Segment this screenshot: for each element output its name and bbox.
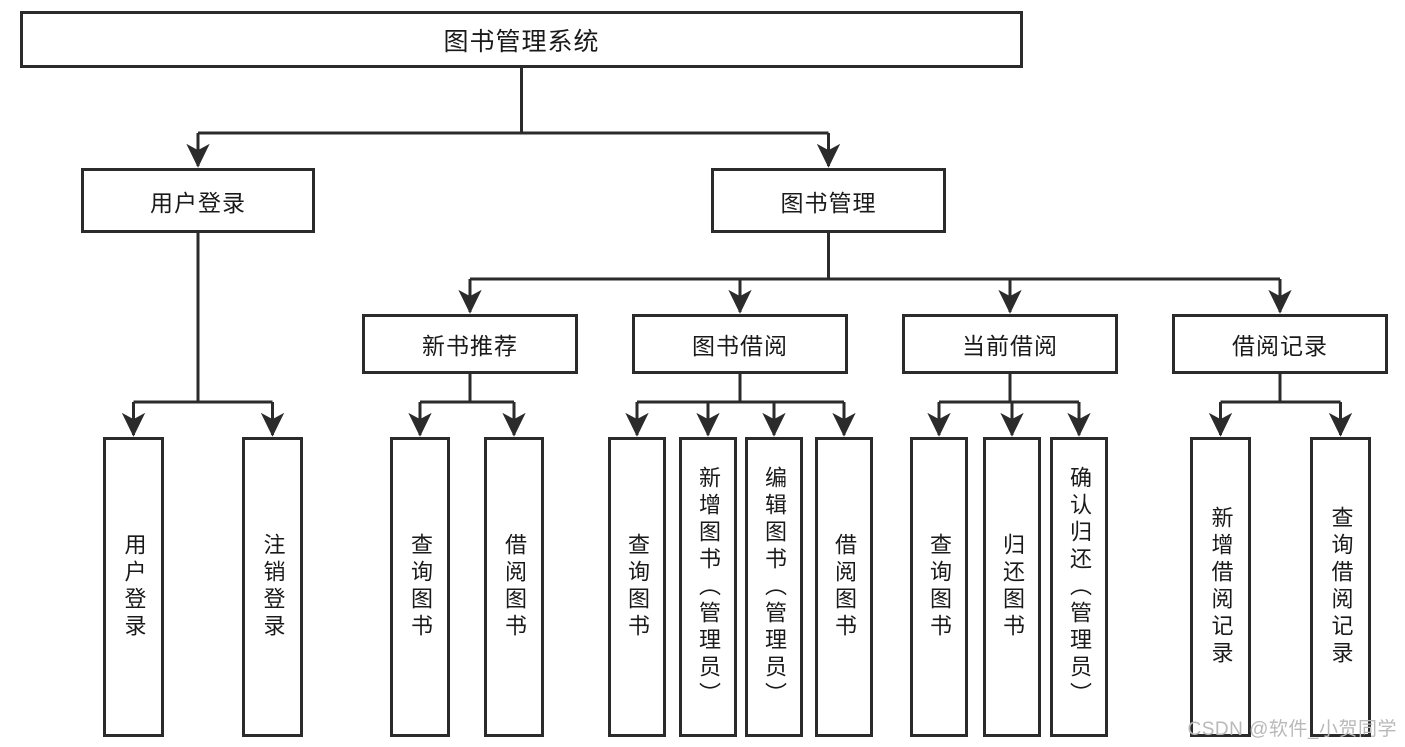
- node-newbook[interactable]: 新书推荐: [362, 314, 578, 374]
- node-label: 查询图书: [625, 533, 650, 641]
- node-leaf-bo-query[interactable]: 查询图书: [608, 437, 666, 737]
- node-leaf-re-query[interactable]: 查询借阅记录: [1310, 437, 1371, 737]
- node-label: 编辑图书（管理员）: [762, 465, 787, 709]
- node-leaf-login[interactable]: 用户登录: [103, 437, 164, 737]
- node-leaf-bo-edit[interactable]: 编辑图书（管理员）: [745, 437, 803, 737]
- node-label: 查询图书: [927, 533, 952, 641]
- node-leaf-cu-return[interactable]: 归还图书: [983, 437, 1041, 737]
- node-leaf-nb-borrow[interactable]: 借阅图书: [484, 437, 544, 737]
- node-label: 借阅记录: [1232, 333, 1328, 359]
- node-current[interactable]: 当前借阅: [902, 314, 1118, 374]
- node-label: 用户登录: [121, 533, 147, 641]
- node-label: 用户登录: [150, 189, 246, 216]
- node-label: 借阅图书: [502, 533, 527, 641]
- watermark-text: CSDN @软件_小贺同学: [1187, 719, 1397, 740]
- node-label: 归还图书: [1000, 533, 1025, 641]
- node-label: 注销登录: [260, 533, 286, 641]
- node-label: 新书推荐: [422, 333, 518, 359]
- node-leaf-bo-borrow[interactable]: 借阅图书: [815, 437, 873, 737]
- node-label: 借阅图书: [832, 533, 857, 641]
- node-leaf-bo-add[interactable]: 新增图书（管理员）: [679, 437, 737, 737]
- node-label: 当前借阅: [962, 333, 1058, 359]
- node-label: 图书管理系统: [443, 27, 600, 56]
- node-label: 图书借阅: [692, 333, 788, 359]
- node-leaf-nb-query[interactable]: 查询图书: [390, 437, 450, 737]
- node-leaf-cu-query[interactable]: 查询图书: [910, 437, 968, 737]
- node-leaf-cu-confirm[interactable]: 确认归还（管理员）: [1050, 437, 1108, 737]
- node-leaf-logout[interactable]: 注销登录: [242, 437, 303, 737]
- node-leaf-re-add[interactable]: 新增借阅记录: [1190, 437, 1251, 737]
- node-bookmgmt[interactable]: 图书管理: [711, 168, 946, 233]
- node-borrow[interactable]: 图书借阅: [632, 314, 848, 374]
- node-label: 查询图书: [408, 533, 433, 641]
- node-label: 查询借阅记录: [1328, 506, 1354, 668]
- node-label: 新增借阅记录: [1208, 506, 1234, 668]
- node-label: 新增图书（管理员）: [696, 465, 721, 709]
- node-label: 图书管理: [780, 189, 877, 216]
- node-label: 确认归还（管理员）: [1067, 465, 1092, 709]
- node-login[interactable]: 用户登录: [81, 168, 315, 233]
- node-root[interactable]: 图书管理系统: [20, 11, 1023, 68]
- node-records[interactable]: 借阅记录: [1172, 314, 1388, 374]
